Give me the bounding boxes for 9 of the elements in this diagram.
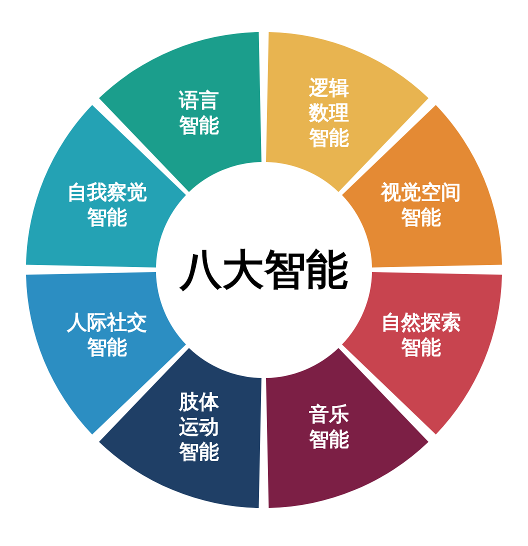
piece-label: 自我察觉智能: [66, 180, 148, 230]
piece-label: 自然探索智能: [380, 310, 462, 360]
center-title: 八大智能: [180, 244, 348, 296]
piece-label: 逻辑数理智能: [308, 75, 350, 150]
piece-label: 音乐智能: [308, 402, 350, 452]
piece-label: 语言智能: [178, 88, 220, 138]
piece-label: 肢体运动智能: [178, 390, 220, 465]
piece-label: 视觉空间智能: [380, 180, 462, 230]
piece-label: 人际社交智能: [66, 310, 148, 360]
